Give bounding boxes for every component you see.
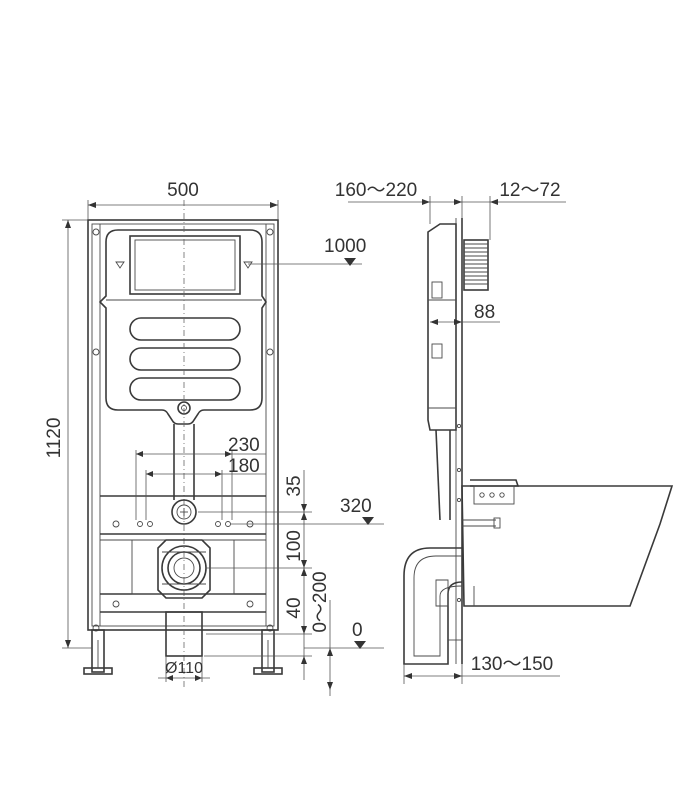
cistern-body [98,229,267,425]
dim-height [62,219,92,649]
flush-height-label: 1000 [324,236,366,257]
frame-legs [83,629,283,675]
level-320-label: 320 [340,496,372,517]
front-view-frame [87,219,279,632]
pipe-diameter-label: Ø110 [165,660,203,677]
range-0-200-label: 0～200 [310,571,331,632]
dim-height-label: 1120 [44,418,65,459]
dim-width-label: 500 [167,180,199,201]
spacing-inner-label: 180 [228,456,260,477]
button-depth-label: 88 [474,302,495,323]
zero-label: 0 [352,620,363,641]
flush-pipe [171,424,197,525]
dim-button-depth [430,319,500,325]
offset-40-label: 40 [284,597,305,618]
waste-elbow [131,539,235,599]
side-waste-elbow [403,547,463,665]
dim-bolt-spacing [135,450,266,520]
flush-height-leader [248,258,362,266]
offset-100-label: 100 [284,530,305,562]
dim-vertical-stack [198,470,384,696]
dim-pipe-diameter [158,656,210,682]
dim-bowl-offset [403,664,560,684]
side-view-frame [427,218,489,664]
wall-depth-label: 160～220 [335,180,417,201]
crossbars [100,495,266,613]
dim-wall-depth [348,196,566,240]
level-320-leader [230,517,384,525]
bowl-offset-label: 130～150 [471,654,553,675]
panel-depth-label: 12～72 [499,180,560,201]
dim-width [87,200,279,220]
side-toilet-bowl [461,479,674,607]
waste-pipe [165,611,203,657]
spacing-outer-label: 230 [228,435,260,456]
offset-35-label: 35 [284,475,305,496]
